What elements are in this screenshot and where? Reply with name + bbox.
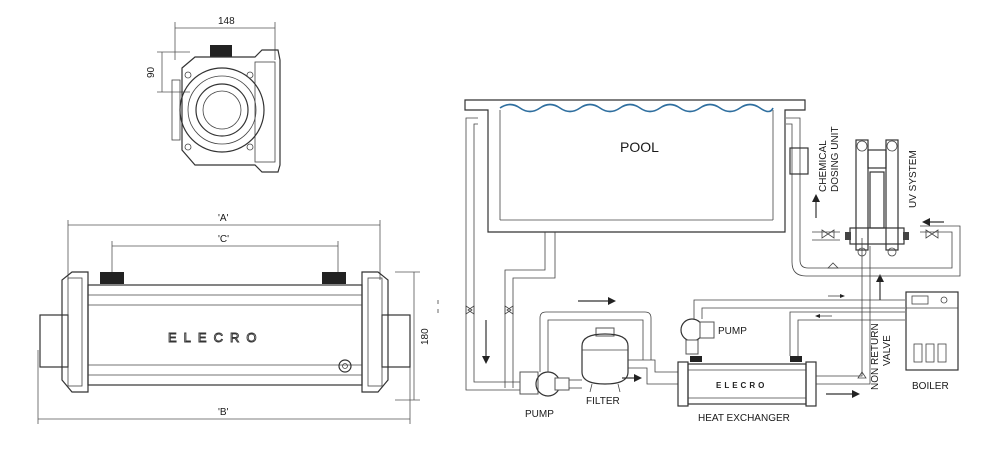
dimension-a: 'A': [218, 213, 229, 224]
boiler-label: BOILER: [912, 381, 949, 392]
dimension-148: 148: [218, 16, 235, 27]
brand-logo-large: ELECRO: [168, 330, 263, 345]
pool-label: POOL: [620, 139, 659, 155]
side-view-drawing: 'A' 'C' 'B' 180 EL: [37, 213, 439, 424]
heat-exchanger-label: HEAT EXCHANGER: [698, 413, 790, 424]
uv-system-symbol: [845, 139, 909, 257]
circulation-pump-label: PUMP: [718, 326, 747, 337]
pool-tank: [464, 99, 806, 233]
end-view-drawing: 148 90: [146, 16, 281, 173]
uv-system-label: UV SYSTEM: [908, 150, 919, 208]
boiler-symbol: [905, 291, 959, 371]
chemical-dosing-label-2: DOSING UNIT: [830, 126, 841, 192]
main-pump-label: PUMP: [525, 409, 554, 420]
chemical-dosing-unit-symbol: [789, 147, 809, 175]
circulation-pump-symbol: [680, 318, 715, 355]
water-wave: [499, 103, 774, 113]
non-return-valve-label-1: NON RETURN: [870, 323, 881, 390]
dimension-90: 90: [146, 66, 157, 78]
dimension-c: 'C': [218, 234, 229, 245]
filter-symbol: [581, 327, 629, 393]
chemical-dosing-label-1: CHEMICAL: [818, 140, 829, 192]
heat-exchanger-symbol: ELECRO: [677, 356, 817, 407]
brand-logo-small: ELECRO: [716, 381, 767, 390]
dimension-b: 'B': [218, 407, 229, 418]
dimension-180: 180: [420, 328, 431, 345]
main-pump-symbol: [519, 371, 570, 397]
non-return-valve-label-2: VALVE: [882, 335, 893, 366]
filter-label: FILTER: [586, 396, 620, 407]
pool-system-schematic: POOL PUMP FILTER: [464, 99, 961, 424]
